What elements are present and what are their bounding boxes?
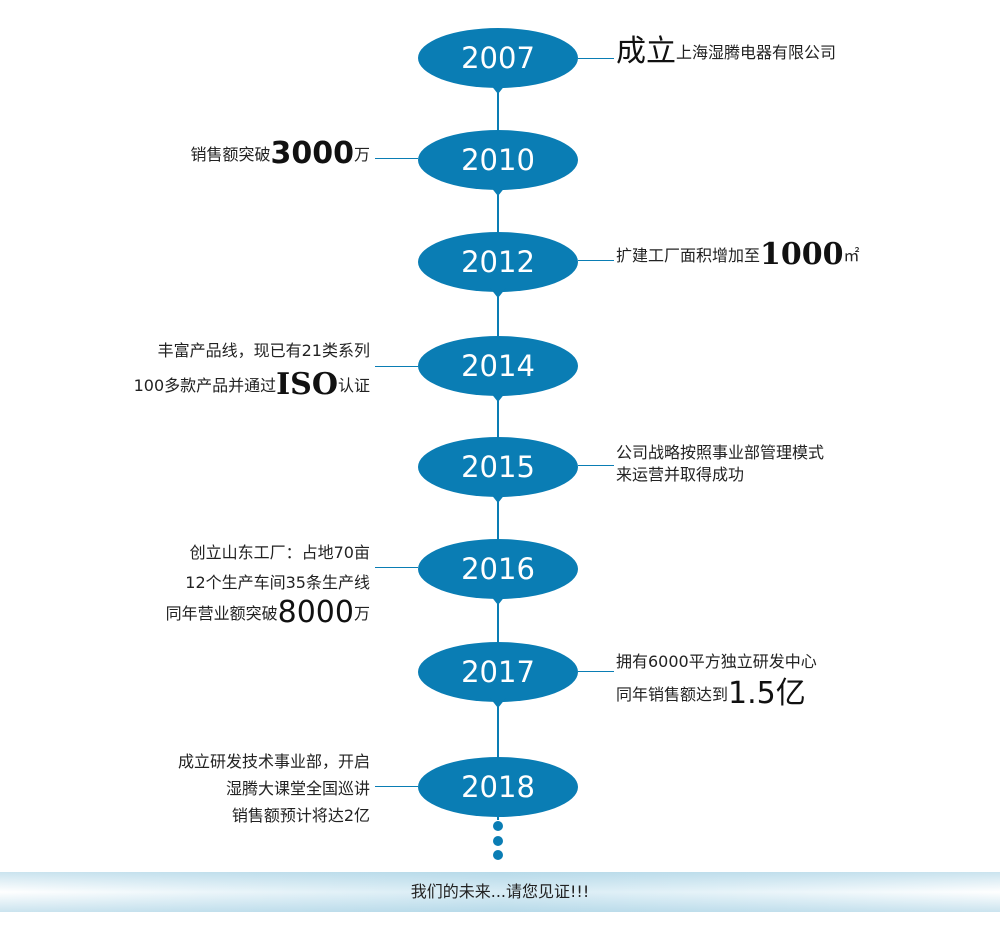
year-bubble: 2016 — [418, 539, 578, 599]
year-node-2014: 2014 — [418, 336, 578, 402]
connector-line — [578, 260, 614, 261]
bubble-pointer — [490, 698, 506, 708]
year-bubble: 2017 — [418, 642, 578, 702]
milestone-text: 同年销售额达到 — [616, 685, 729, 704]
year-node-2007: 2007 — [418, 28, 578, 94]
year-node-2017: 2017 — [418, 642, 578, 708]
milestone-text: 销售额突破 — [190, 145, 271, 164]
milestone-highlight: ISO — [276, 367, 338, 402]
milestone-2007: 成立上海湿腾电器有限公司 — [616, 37, 837, 67]
year-bubble: 2010 — [418, 130, 578, 190]
continuation-dot — [493, 836, 503, 846]
milestone-text: 拥有6000平方独立研发中心 — [616, 652, 817, 671]
footer-band-shade — [0, 872, 1000, 912]
connector-line — [375, 567, 418, 568]
year-node-2015: 2015 — [418, 437, 578, 503]
footer-slogan: 我们的未来...请您见证!!! — [410, 882, 590, 901]
year-bubble: 2015 — [418, 437, 578, 497]
continuation-dot — [493, 821, 503, 831]
year-node-2016: 2016 — [418, 539, 578, 605]
milestone-text: 万 — [353, 604, 370, 623]
milestone-highlight: 1.5亿 — [728, 676, 806, 711]
milestone-highlight: 成立 — [616, 34, 676, 69]
milestone-text: 来运营并取得成功 — [616, 465, 745, 484]
year-node-2010: 2010 — [418, 130, 578, 196]
connector-line — [578, 671, 614, 672]
milestone-text: 100多款产品并通过 — [133, 376, 277, 395]
year-bubble: 2018 — [418, 757, 578, 817]
bubble-pointer — [490, 186, 506, 196]
connector-line — [375, 366, 418, 367]
milestone-2016: 创立山东工厂：占地70亩 12个生产车间35条生产线 同年营业额突破8000万 — [166, 538, 370, 629]
milestone-text: 万 — [353, 145, 370, 164]
bubble-pointer — [490, 84, 506, 94]
connector-line — [375, 786, 418, 787]
bubble-pointer — [490, 493, 506, 503]
connector-line — [375, 158, 418, 159]
bubble-pointer — [490, 595, 506, 605]
milestone-2014: 丰富产品线，现已有21类系列 100多款产品并通过ISO认证 — [134, 334, 370, 403]
milestone-2012: 扩建工厂面积增加至1000㎡ — [616, 240, 860, 270]
milestone-text: 上海湿腾电器有限公司 — [676, 43, 837, 62]
year-node-2018: 2018 — [418, 757, 578, 817]
milestone-text: 湿腾大课堂全国巡讲 — [225, 779, 370, 798]
milestone-2010: 销售额突破3000万 — [190, 139, 370, 169]
milestone-highlight: 8000 — [277, 595, 354, 630]
milestone-text: 扩建工厂面积增加至 — [616, 246, 761, 265]
connector-line — [578, 465, 614, 466]
milestone-text: 同年营业额突破 — [165, 604, 278, 623]
milestone-2015: 公司战略按照事业部管理模式 来运营并取得成功 — [616, 442, 824, 486]
continuation-dot — [493, 850, 503, 860]
milestone-highlight: 1000 — [760, 237, 844, 272]
milestone-2018: 成立研发技术事业部，开启 湿腾大课堂全国巡讲 销售额预计将达2亿 — [178, 748, 370, 829]
milestone-text: 丰富产品线，现已有21类系列 — [157, 341, 370, 360]
milestone-text: 认证 — [337, 376, 370, 395]
year-bubble: 2007 — [418, 28, 578, 88]
milestone-highlight: 3000 — [270, 136, 354, 171]
milestone-text: 销售额预计将达2亿 — [231, 806, 370, 825]
year-bubble: 2012 — [418, 232, 578, 292]
milestone-text: 成立研发技术事业部，开启 — [177, 752, 370, 771]
bubble-pointer — [490, 288, 506, 298]
milestone-text: ㎡ — [843, 246, 860, 265]
footer-band: 我们的未来...请您见证!!! — [0, 872, 1000, 912]
connector-line — [578, 58, 614, 59]
bubble-pointer — [490, 392, 506, 402]
year-node-2012: 2012 — [418, 232, 578, 298]
milestone-2017: 拥有6000平方独立研发中心 同年销售额达到1.5亿 — [616, 646, 817, 711]
year-bubble: 2014 — [418, 336, 578, 396]
milestone-text: 12个生产车间35条生产线 — [185, 573, 370, 592]
milestone-text: 创立山东工厂：占地70亩 — [189, 543, 370, 562]
milestone-text: 公司战略按照事业部管理模式 — [616, 443, 825, 462]
